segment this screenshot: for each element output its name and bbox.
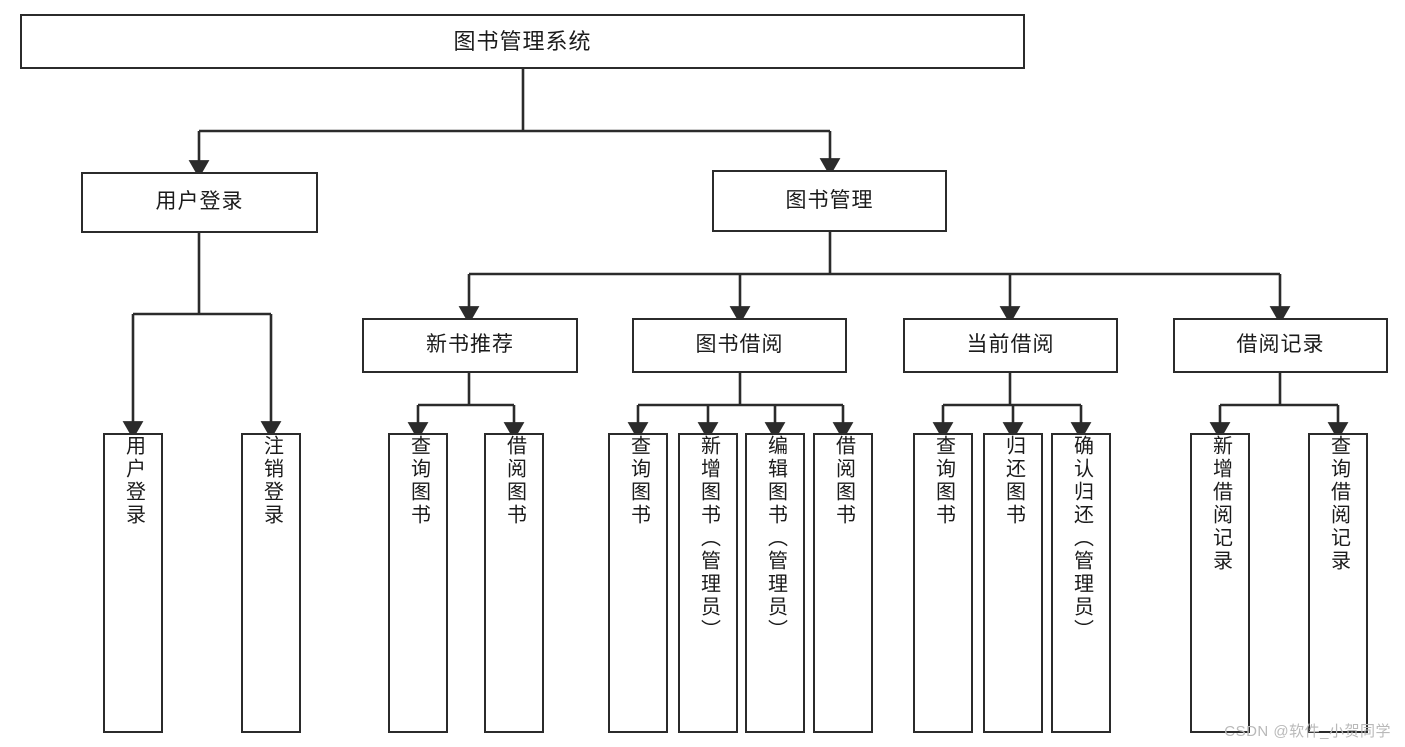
leaf-query-book-recommend-label: 查询图书 xyxy=(407,435,430,527)
leaf-confirm-return-admin[interactable]: 确认归还（管理员） xyxy=(1051,433,1111,733)
leaf-confirm-return-admin-label: 确认归还（管理员） xyxy=(1070,435,1093,642)
leaf-user-logout[interactable]: 注销登录 xyxy=(241,433,301,733)
leaf-query-book-current-label: 查询图书 xyxy=(932,435,955,527)
leaf-borrow-book-recommend[interactable]: 借阅图书 xyxy=(484,433,544,733)
leaf-return-book-label: 归还图书 xyxy=(1002,435,1025,527)
leaf-add-borrow-record[interactable]: 新增借阅记录 xyxy=(1190,433,1250,733)
leaf-borrow-book-recommend-label: 借阅图书 xyxy=(503,435,526,527)
node-new-book-recommend[interactable]: 新书推荐 xyxy=(362,318,578,373)
leaf-query-borrow-record-label: 查询借阅记录 xyxy=(1327,435,1350,573)
leaf-query-book-borrow[interactable]: 查询图书 xyxy=(608,433,668,733)
leaf-add-book-admin-label: 新增图书（管理员） xyxy=(697,435,720,642)
leaf-user-login-label: 用户登录 xyxy=(122,435,145,527)
leaf-query-book-borrow-label: 查询图书 xyxy=(627,435,650,527)
node-book-management[interactable]: 图书管理 xyxy=(712,170,947,232)
node-borrow-record-label: 借阅记录 xyxy=(1236,333,1325,357)
node-borrow-record[interactable]: 借阅记录 xyxy=(1173,318,1388,373)
node-book-borrow-label: 图书借阅 xyxy=(695,333,784,357)
leaf-edit-book-admin-label: 编辑图书（管理员） xyxy=(764,435,787,642)
leaf-borrow-book-label: 借阅图书 xyxy=(832,435,855,527)
node-new-book-recommend-label: 新书推荐 xyxy=(426,333,514,357)
leaf-query-book-current[interactable]: 查询图书 xyxy=(913,433,973,733)
node-user-login-label: 用户登录 xyxy=(155,190,244,214)
node-user-login[interactable]: 用户登录 xyxy=(81,172,318,233)
leaf-add-book-admin[interactable]: 新增图书（管理员） xyxy=(678,433,738,733)
leaf-edit-book-admin[interactable]: 编辑图书（管理员） xyxy=(745,433,805,733)
node-current-borrow[interactable]: 当前借阅 xyxy=(903,318,1118,373)
leaf-add-borrow-record-label: 新增借阅记录 xyxy=(1209,435,1232,573)
leaf-user-logout-label: 注销登录 xyxy=(260,435,283,527)
leaf-query-borrow-record[interactable]: 查询借阅记录 xyxy=(1308,433,1368,733)
node-root-label: 图书管理系统 xyxy=(453,28,592,54)
leaf-user-login[interactable]: 用户登录 xyxy=(103,433,163,733)
node-book-borrow[interactable]: 图书借阅 xyxy=(632,318,847,373)
node-root[interactable]: 图书管理系统 xyxy=(20,14,1025,69)
leaf-borrow-book[interactable]: 借阅图书 xyxy=(813,433,873,733)
leaf-return-book[interactable]: 归还图书 xyxy=(983,433,1043,733)
leaf-query-book-recommend[interactable]: 查询图书 xyxy=(388,433,448,733)
node-current-borrow-label: 当前借阅 xyxy=(966,333,1055,357)
node-book-management-label: 图书管理 xyxy=(785,188,874,212)
